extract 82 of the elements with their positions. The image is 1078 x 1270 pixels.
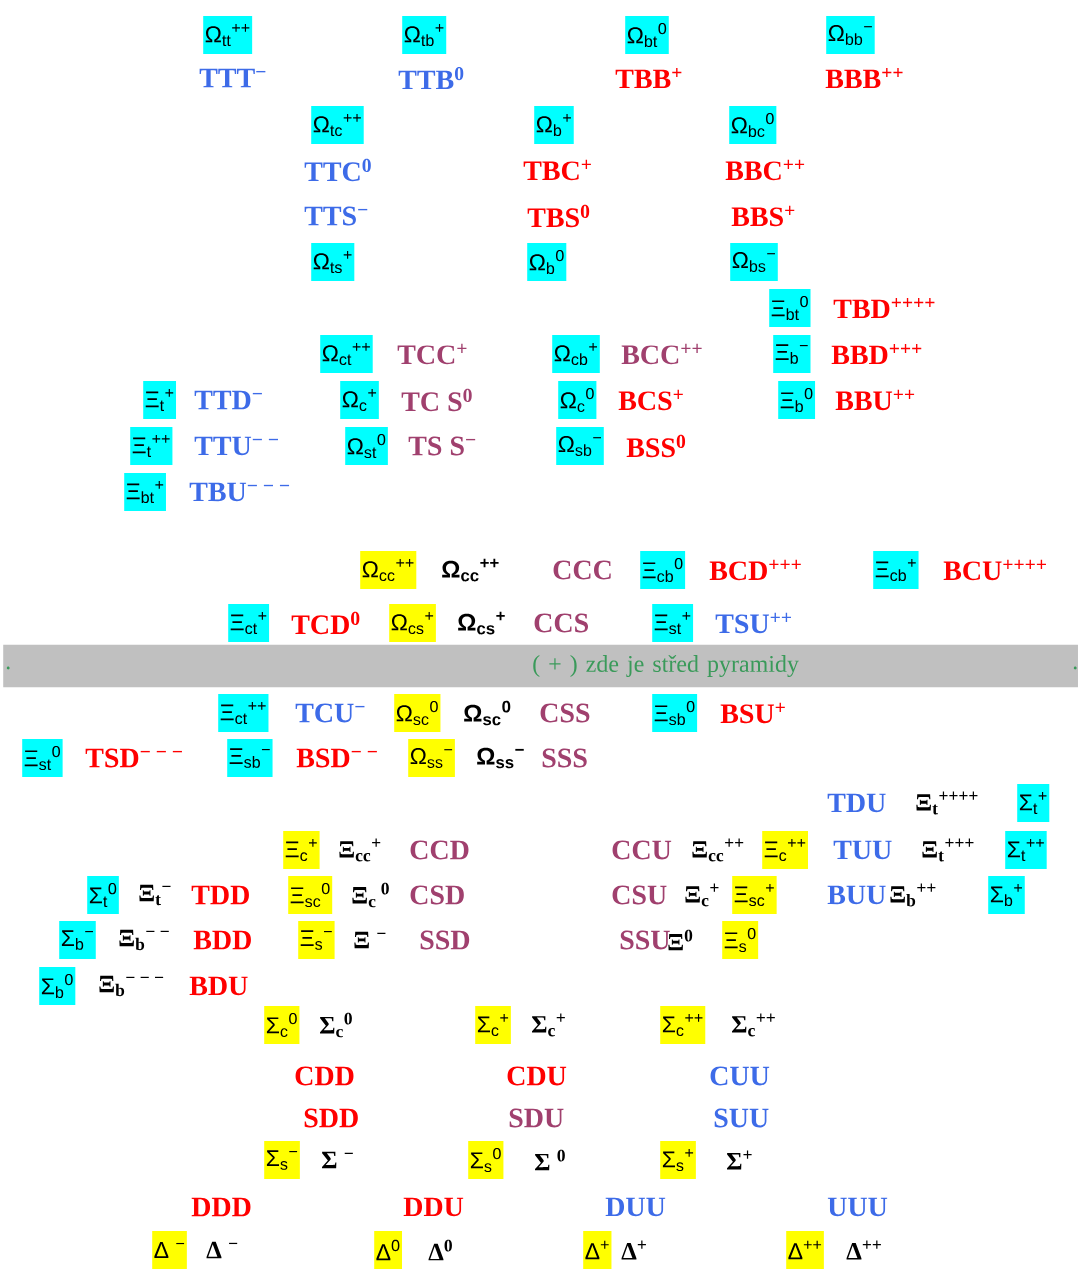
quark-label: CCC — [553, 560, 611, 580]
dot-mark: . — [6, 666, 10, 670]
particle-symbol: Ξ$_{cc}$++ — [692, 838, 744, 862]
quark-label: SSD — [420, 930, 470, 950]
quark-label: SSS — [542, 748, 587, 768]
particle-symbol: Σ$^{+}$ — [727, 1150, 752, 1170]
quark-label: TCD$^{0}$ — [291, 611, 360, 635]
quark-label: BBU$^{++}$ — [835, 389, 915, 411]
quark-label: TUU — [833, 840, 892, 860]
quark-label: BSD$^{− −}$ — [296, 748, 377, 768]
particle-symbol: Ξ$_{b}$− − − — [99, 975, 164, 997]
quark-label: BSS$^{0}$ — [626, 434, 686, 458]
quark-label: TBU$^{− − −}$ — [189, 482, 290, 502]
quark-label: CCS — [534, 613, 588, 633]
quark-label: TTD$^{−}$ — [194, 390, 262, 410]
quark-label: TSD$^{− − −}$ — [85, 748, 182, 768]
quark-label: BSU$^{+}$ — [720, 702, 785, 724]
particle-symbol: Ξ$_{b}$++ — [890, 883, 936, 907]
quark-label: BUU — [827, 885, 886, 905]
quark-label: SDD — [304, 1108, 358, 1128]
particle-symbol: Δ $^{−}$ — [206, 1241, 238, 1259]
quark-label: TBB$^{+}$ — [615, 67, 682, 89]
quark-label: SDU — [509, 1108, 564, 1128]
quark-label: TS S$^{−}$ — [408, 436, 476, 456]
particle-symbol: Ω$_{cc}$++ — [442, 558, 499, 582]
quark-label: TTC$^{0}$ — [304, 158, 371, 182]
quark-label: TBC$^{+}$ — [523, 159, 591, 181]
quark-label: DUU — [605, 1197, 666, 1217]
particle-symbol: Σ $^{−}$ — [322, 1151, 353, 1169]
quark-label: BCD$^{+++}$ — [709, 559, 801, 581]
quark-label: CSS — [540, 703, 590, 723]
quark-label: TTS$^{−}$ — [304, 206, 368, 226]
quark-label: BDD — [193, 930, 251, 950]
quark-label: TTT$^{−}$ — [199, 68, 266, 88]
quark-label: CSU — [612, 885, 667, 905]
quark-label: TCU$^{−}$ — [295, 703, 365, 723]
quark-label: TSU$^{++}$ — [715, 612, 791, 634]
quark-label: CSD — [410, 885, 464, 905]
particle-symbol: Ξ$_{b}$− − — [119, 929, 169, 951]
quark-label: CUU — [710, 1066, 770, 1086]
quark-label: DDU — [403, 1197, 464, 1217]
quark-label: BCS$^{+}$ — [618, 389, 683, 411]
quark-label: TCC$^{+}$ — [397, 343, 467, 365]
particle-symbol: Ξ $^{−}$ — [354, 931, 386, 949]
particle-symbol: Δ$^{+}$ — [621, 1240, 646, 1260]
quark-label: TDU — [827, 793, 886, 813]
particle-symbol: Ω$_{cs}$+ — [458, 611, 505, 635]
quark-label: SUU — [714, 1108, 769, 1128]
particle-symbol: Ξ$_{t}$− — [139, 884, 171, 906]
quark-label: BBD$^{+++}$ — [831, 343, 922, 365]
dot-mark: . — [1073, 666, 1077, 670]
quark-label: SSU — [620, 930, 670, 950]
particle-symbol: Ω$_{sc}$0 — [464, 700, 511, 726]
particle-symbol: Ξ$_{t}$+++ — [922, 838, 974, 862]
particle-symbol: Ω$_{ss}$− — [477, 747, 524, 769]
particle-symbol: Ξ$_{t}$++++ — [916, 791, 978, 815]
quark-label: BBS$^{+}$ — [731, 205, 795, 227]
quark-label: BCU$^{++++}$ — [943, 559, 1046, 581]
particle-symbol: Ξ$^{0}$ — [668, 929, 693, 951]
quark-label: CCD — [410, 840, 469, 860]
quark-label: TDD — [191, 885, 249, 905]
particle-symbol: Σ$_{c}$0 — [320, 1012, 352, 1038]
quark-label: CDU — [507, 1066, 567, 1086]
particle-symbol: Δ$^{0}$ — [428, 1239, 452, 1261]
quark-label: BBC$^{++}$ — [725, 159, 805, 181]
quark-label: CDD — [295, 1066, 354, 1086]
quark-label: BBB$^{++}$ — [825, 67, 903, 89]
quark-label: TTB$^{0}$ — [398, 66, 464, 90]
quark-label: TC S$^{0}$ — [401, 388, 472, 412]
quark-label: BCC$^{++}$ — [621, 343, 702, 365]
particle-symbol: Ξ$_{cc}$+ — [339, 838, 381, 862]
quark-label: BDU — [189, 976, 248, 996]
quark-label: DDD — [191, 1197, 251, 1217]
quark-label: TBD$^{++++}$ — [833, 297, 935, 319]
particle-symbol: Ξ$_{c}$+ — [685, 883, 719, 907]
quark-label: TBS$^{0}$ — [527, 204, 590, 228]
quark-label: TTU$^{− −}$ — [194, 436, 278, 456]
quark-label: CCU — [612, 840, 672, 860]
quark-label: UUU — [827, 1197, 888, 1217]
particle-symbol: Ξ$_{c}$ 0 — [352, 882, 389, 908]
particle-symbol: Σ $^{0}$ — [535, 1149, 565, 1171]
particle-symbol: Σ$_{c}$++ — [732, 1013, 775, 1037]
